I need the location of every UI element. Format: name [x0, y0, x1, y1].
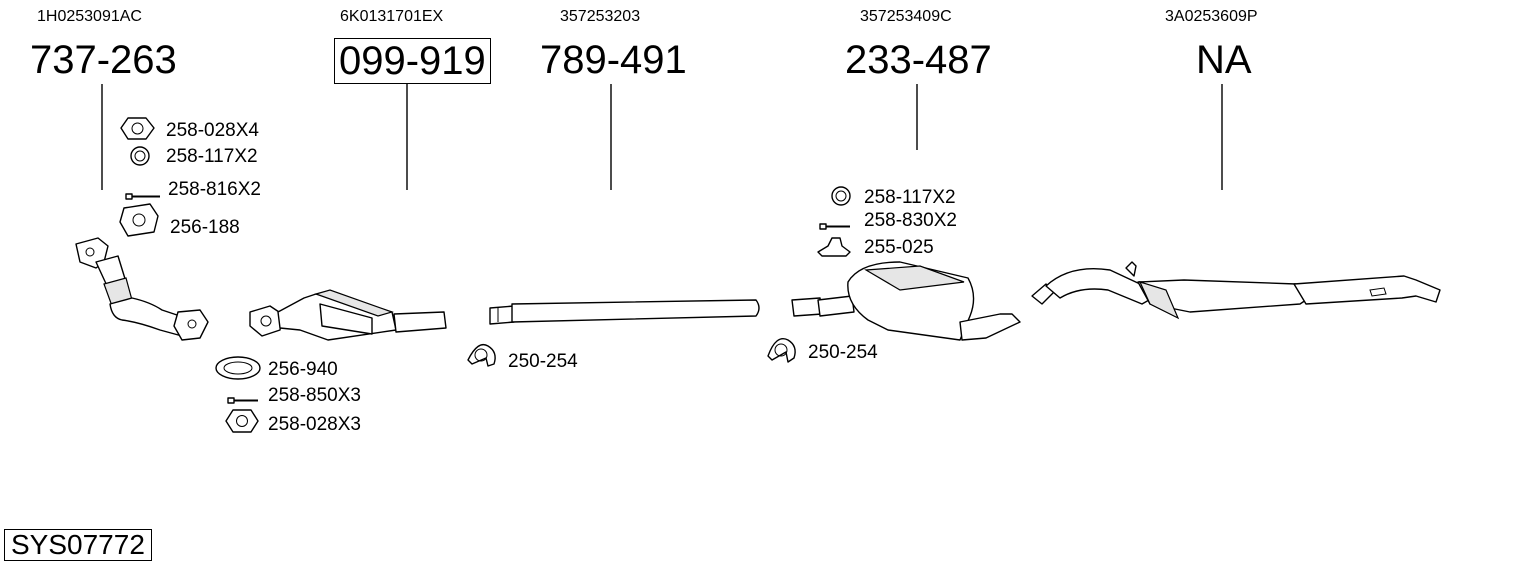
label-258-117x2-b: 258-117X2: [864, 187, 956, 208]
catalytic-converter-icon[interactable]: [249, 289, 447, 341]
nut-icon-2: [225, 409, 259, 433]
bolt-icon-3: [819, 223, 850, 230]
label-256-188: 256-188: [170, 217, 240, 238]
centre-silencer-icon[interactable]: [791, 261, 1021, 341]
bolt-icon: [125, 193, 160, 200]
part-number-4[interactable]: 233-487: [845, 38, 992, 82]
ring-icon-2: [831, 186, 851, 206]
flange-gasket-icon: [119, 203, 159, 237]
nut-icon: [120, 117, 155, 140]
oem-number-2: 6K0131701EX: [340, 8, 444, 25]
label-258-850x3: 258-850X3: [268, 385, 361, 406]
label-250-254: 250-254: [508, 351, 578, 372]
system-code: SYS07772: [4, 529, 152, 561]
hanger-icon: [817, 237, 851, 257]
gasket-icon: [215, 356, 261, 380]
oem-number-4: 357253409C: [860, 8, 952, 25]
part-number-1[interactable]: 737-263: [30, 38, 177, 82]
oem-number-3: 357253203: [560, 8, 641, 25]
rear-silencer-icon[interactable]: [1031, 261, 1441, 320]
clamp-icon: [467, 343, 496, 367]
oem-number-1: 1H0253091AC: [37, 8, 142, 25]
label-255-025: 255-025: [864, 237, 934, 258]
middle-pipe-icon[interactable]: [489, 299, 760, 325]
oem-number-5: 3A0253609P: [1165, 8, 1258, 25]
nut-hole-icon: [131, 122, 144, 135]
part-number-2[interactable]: 099-919: [334, 38, 491, 84]
part-number-5[interactable]: NA: [1196, 38, 1252, 82]
ring-icon: [130, 146, 150, 166]
label-258-028x3: 258-028X3: [268, 414, 361, 435]
label-258-028x4: 258-028X4: [166, 120, 259, 141]
label-258-816x2: 258-816X2: [168, 179, 261, 200]
front-pipe-icon[interactable]: [75, 237, 209, 341]
bolt-icon-2: [227, 397, 258, 404]
clamp-icon-2: [767, 338, 796, 363]
label-256-940: 256-940: [268, 359, 338, 380]
label-250-254-b: 250-254: [808, 342, 878, 363]
part-number-3[interactable]: 789-491: [540, 38, 687, 82]
label-258-117x2: 258-117X2: [166, 146, 258, 167]
label-258-830x2: 258-830X2: [864, 210, 957, 231]
